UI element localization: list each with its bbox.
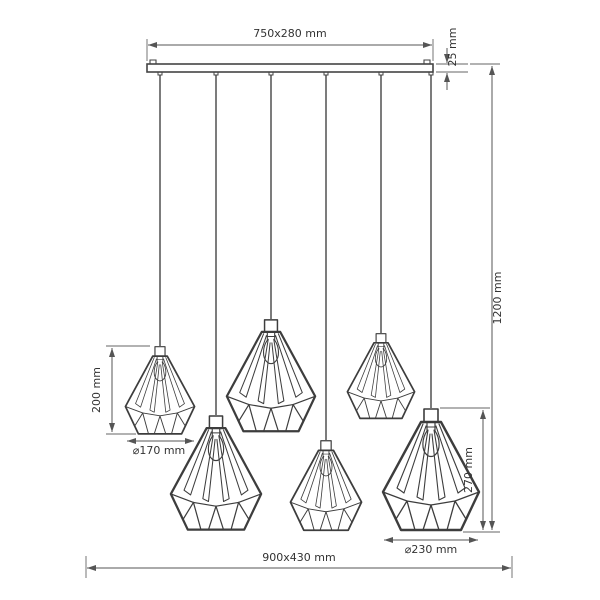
dim-overall-size: 900x430 mm bbox=[85, 551, 513, 578]
ceiling-bar-body bbox=[146, 63, 434, 73]
dim-small-shade-height: 200 mm bbox=[90, 345, 150, 435]
dim-230-label: ⌀230 mm bbox=[405, 543, 458, 556]
dim-large-shade-height: 270 mm bbox=[440, 407, 490, 530]
dim-large-shade-diameter: ⌀230 mm bbox=[384, 537, 478, 556]
dim-200-label: 200 mm bbox=[90, 367, 103, 413]
dim-200-extension-lines bbox=[106, 345, 150, 435]
pendant-shade-small-4 bbox=[289, 439, 363, 532]
pendant-shade-small-1 bbox=[124, 345, 196, 435]
dim-total-extension-lines bbox=[463, 63, 500, 533]
suspension-cords bbox=[159, 75, 432, 440]
dim-canopy-thickness: 25 mm bbox=[436, 28, 468, 90]
dim-thickness-label: 25 mm bbox=[446, 28, 459, 67]
pendant-shade-large-3 bbox=[225, 318, 317, 433]
dim-170-label: ⌀170 mm bbox=[133, 444, 186, 457]
pendant-shade-small-5 bbox=[346, 332, 416, 420]
dim-canopy-extension-lines bbox=[146, 39, 434, 61]
dim-total-height: 1200 mm bbox=[463, 63, 504, 533]
dim-thickness-extension-lines bbox=[436, 63, 468, 73]
dim-small-shade-diameter: ⌀170 mm bbox=[127, 438, 194, 457]
cord-nubs bbox=[157, 71, 434, 76]
ceiling-bar bbox=[146, 59, 434, 76]
pendant-shade-large-2 bbox=[169, 414, 263, 531]
dim-total-label: 1200 mm bbox=[491, 272, 504, 325]
dim-overall-label: 900x430 mm bbox=[262, 551, 335, 564]
dim-270-label: 270 mm bbox=[462, 447, 475, 493]
dim-canopy-size: 750x280 mm bbox=[146, 27, 434, 61]
dim-canopy-label: 750x280 mm bbox=[253, 27, 326, 40]
dim-overall-extension-lines bbox=[85, 556, 513, 578]
